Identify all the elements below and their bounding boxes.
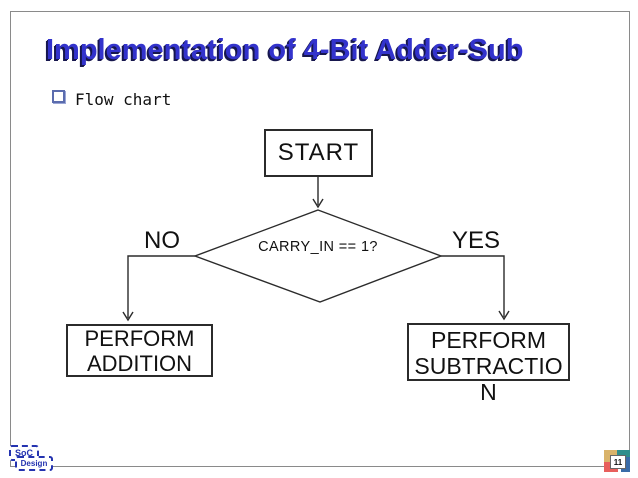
branch-label-yes: YES <box>452 227 501 254</box>
branch-label-no: NO <box>144 227 180 254</box>
edge-yes-branch <box>441 255 505 317</box>
soc-design-logo: SoC Design <box>7 445 55 474</box>
decision-condition-label: CARRY_IN == 1? <box>258 239 378 255</box>
decision-diamond <box>192 209 443 303</box>
start-label: START <box>277 139 360 166</box>
arrowhead-down-subtraction <box>498 310 510 321</box>
square-bullet-icon <box>52 90 65 103</box>
arrowhead-down-decision <box>312 198 324 209</box>
addition-label-line1: PERFORM <box>84 325 195 351</box>
subtraction-label: PERFORM SUBTRACTIO N <box>414 327 562 405</box>
subtraction-label-line3-overflow: N <box>480 379 497 405</box>
flowchart-node-perform-addition: PERFORM ADDITION <box>66 324 213 377</box>
bullet-label: Flow chart <box>75 90 172 109</box>
subtraction-label-line2: SUBTRACTIO <box>414 353 563 379</box>
logo-design-text: Design <box>15 456 53 471</box>
page-number-badge: 11 <box>604 450 630 472</box>
addition-label: PERFORM ADDITION <box>85 326 195 376</box>
flowchart-node-start: START <box>264 129 373 177</box>
arrowhead-down-addition <box>122 311 134 322</box>
slide-title: Implementation of 4-Bit Adder-Sub <box>46 34 524 66</box>
addition-label-line2: ADDITION <box>86 350 193 376</box>
edge-no-branch <box>127 255 195 318</box>
page-number: 11 <box>610 455 626 469</box>
bullet-row: Flow chart <box>52 90 171 109</box>
flowchart-node-perform-subtraction: PERFORM SUBTRACTIO N <box>407 323 570 405</box>
subtraction-label-line1: PERFORM <box>430 327 546 353</box>
